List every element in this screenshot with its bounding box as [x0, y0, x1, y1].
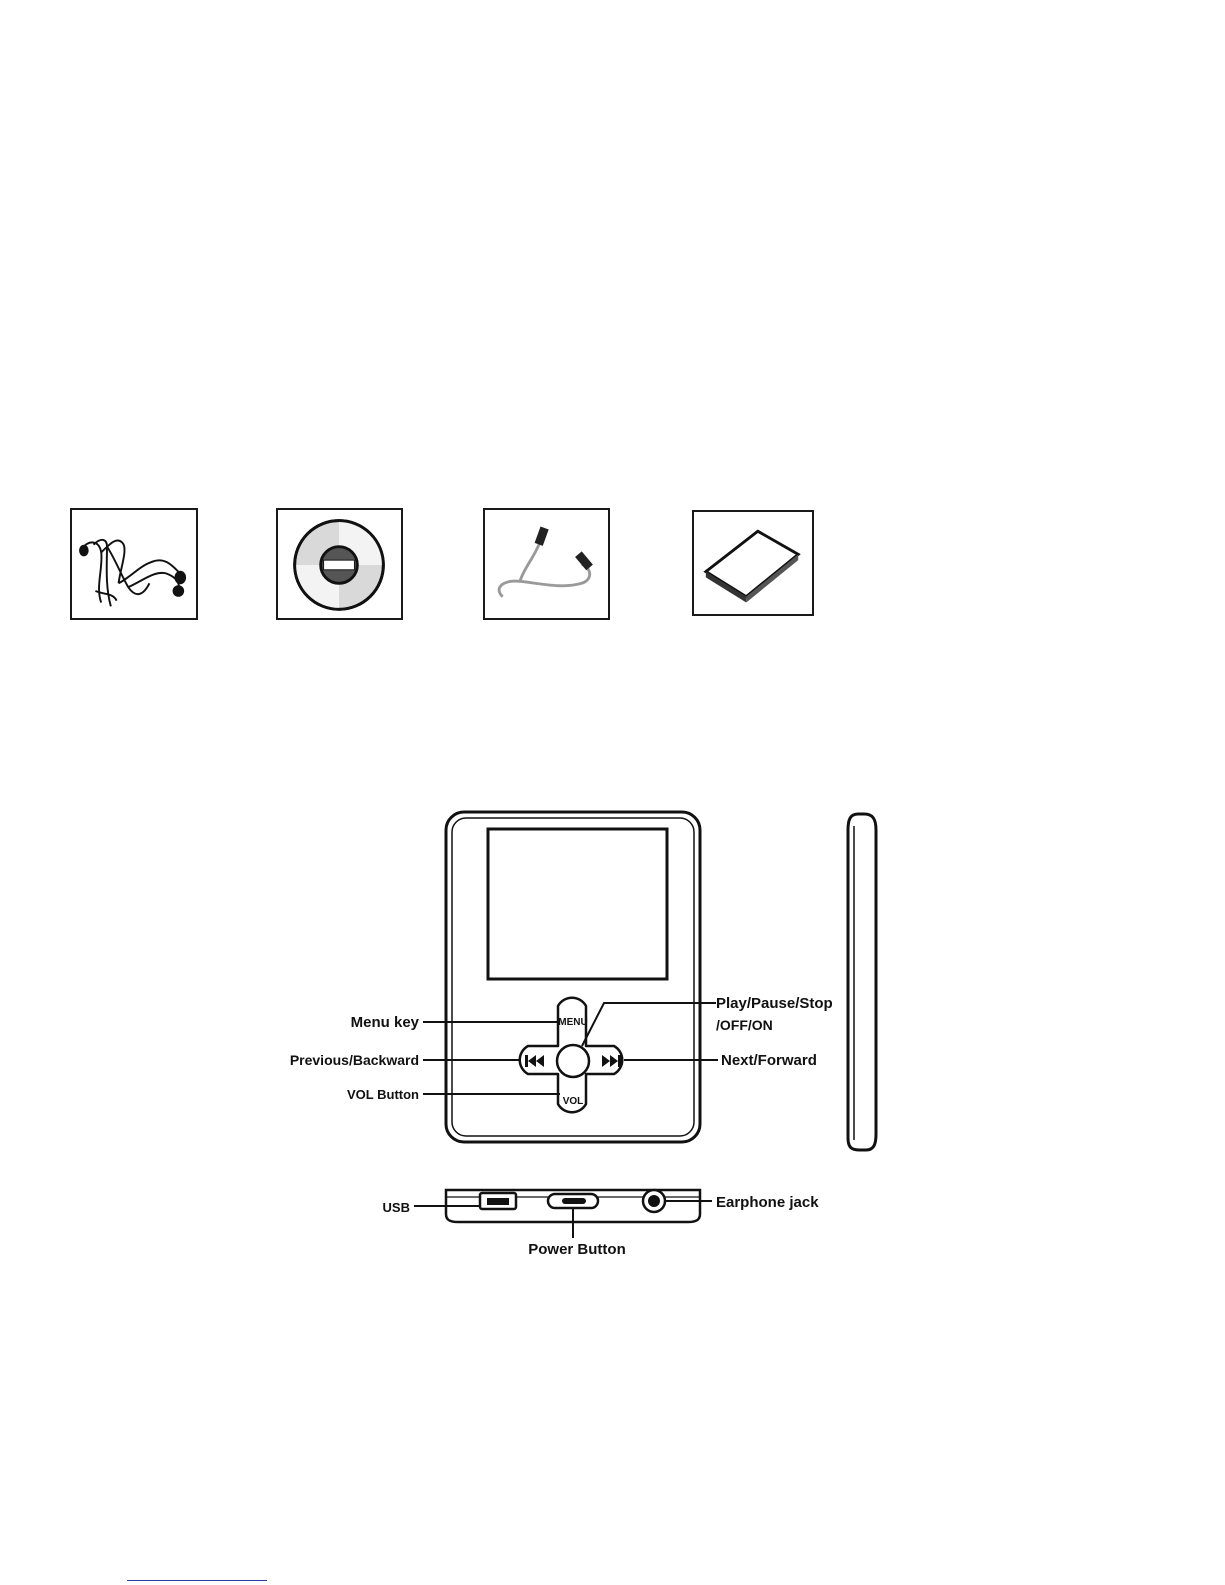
vol-button-label[interactable]: VOL: [563, 1096, 584, 1107]
footer-rule: [127, 1580, 267, 1581]
menu-button-label[interactable]: MENU: [558, 1017, 587, 1028]
usb-label: USB: [383, 1200, 410, 1215]
previous-backward-label: Previous/Backward: [290, 1052, 419, 1068]
player-side-profile: [848, 814, 876, 1150]
play-pause-stop-label: Play/Pause/Stop: [716, 995, 833, 1012]
power-button-label: Power Button: [528, 1241, 626, 1258]
off-on-label: /OFF/ON: [716, 1017, 773, 1033]
next-forward-label: Next/Forward: [721, 1052, 817, 1069]
player-screen: [488, 829, 667, 979]
earphone-jack-label: Earphone jack: [716, 1194, 819, 1211]
play-pause-button[interactable]: [557, 1045, 589, 1077]
menu-key-label: Menu key: [351, 1014, 420, 1031]
vol-button-callout: VOL Button: [347, 1087, 419, 1102]
